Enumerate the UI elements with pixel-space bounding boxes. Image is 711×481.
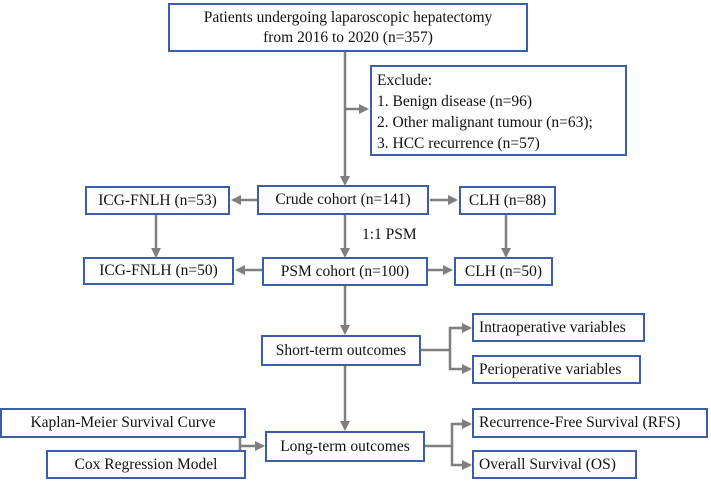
os-label: Overall Survival (OS) — [479, 455, 616, 473]
clh-crude-label: CLH (n=88) — [468, 191, 547, 209]
short-term-label: Short-term outcomes — [275, 341, 407, 359]
exclude-item: 3. HCC recurrence (n=57) — [377, 135, 540, 152]
icg-fnlh-psm-box: ICG-FNLH (n=50) — [83, 257, 234, 285]
crude-cohort-label: Crude cohort (n=141) — [275, 191, 411, 208]
patients-box: Patients undergoing laparoscopic hepatec… — [168, 3, 528, 52]
clh-crude-box: CLH (n=88) — [459, 186, 556, 215]
exclude-item: 1. Benign disease (n=96) — [377, 93, 533, 110]
icg-fnlh-crude-box: ICG-FNLH (n=53) — [85, 186, 230, 215]
arrow-to-os — [450, 446, 472, 470]
short-term-box: Short-term outcomes — [261, 335, 421, 366]
perioperative-box: Perioperative variables — [472, 355, 641, 384]
intraoperative-box: Intraoperative variables — [472, 313, 645, 342]
psm-ratio-label: 1:1 PSM — [362, 226, 417, 243]
patients-line2: from 2016 to 2020 (n=357) — [263, 28, 433, 46]
psm-cohort-box: PSM cohort (n=100) — [262, 257, 428, 286]
kaplan-meier-box: Kaplan-Meier Survival Curve — [0, 408, 246, 438]
exclude-item: 2. Other malignant tumour (n=63); — [377, 114, 593, 131]
icg-fnlh-crude-label: ICG-FNLH (n=53) — [98, 191, 217, 209]
kaplan-meier-label: Kaplan-Meier Survival Curve — [30, 414, 216, 431]
cox-regression-label: Cox Regression Model — [74, 455, 218, 473]
long-term-label: Long-term outcomes — [280, 437, 410, 455]
intraoperative-label: Intraoperative variables — [479, 318, 626, 336]
patients-line1: Patients undergoing laparoscopic hepatec… — [203, 8, 493, 26]
os-box: Overall Survival (OS) — [472, 450, 637, 479]
icg-fnlh-psm-label: ICG-FNLH (n=50) — [99, 262, 218, 279]
rfs-label: Recurrence-Free Survival (RFS) — [479, 414, 681, 431]
perioperative-label: Perioperative variables — [479, 360, 622, 378]
rfs-box: Recurrence-Free Survival (RFS) — [472, 408, 708, 438]
exclude-title: Exclude: — [377, 72, 433, 89]
arrow-to-rfs — [450, 419, 472, 446]
crude-cohort-box: Crude cohort (n=141) — [257, 185, 429, 215]
arrow-to-intraoperative — [448, 323, 472, 350]
psm-cohort-label: PSM cohort (n=100) — [280, 262, 410, 280]
exclude-box: Exclude: 1. Benign disease (n=96) 2. Oth… — [370, 65, 627, 156]
clh-psm-box: CLH (n=50) — [454, 257, 553, 286]
clh-psm-label: CLH (n=50) — [464, 262, 543, 280]
cox-regression-box: Cox Regression Model — [46, 450, 246, 479]
long-term-box: Long-term outcomes — [265, 431, 425, 462]
arrow-to-perioperative — [448, 350, 472, 374]
